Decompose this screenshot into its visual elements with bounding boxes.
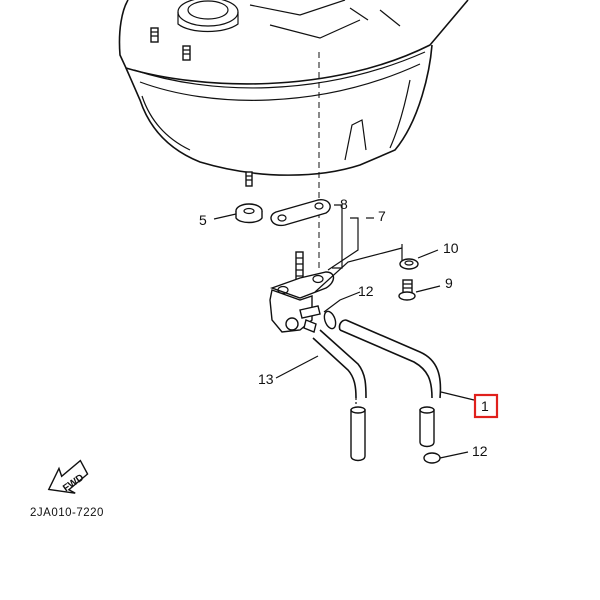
callout-1: 1 bbox=[481, 398, 489, 414]
clip-part-12-lower bbox=[423, 451, 469, 464]
callout-12-lower: 12 bbox=[472, 443, 488, 459]
hose-part-13 bbox=[275, 329, 367, 462]
callout-10: 10 bbox=[443, 240, 459, 256]
callout-8: 8 bbox=[340, 196, 348, 212]
leader-7 bbox=[327, 217, 359, 271]
callout-5: 5 bbox=[199, 212, 207, 228]
gasket-part-8 bbox=[270, 199, 343, 269]
screw-part-9 bbox=[398, 279, 441, 301]
callout-13: 13 bbox=[258, 371, 274, 387]
fuel-tank bbox=[118, 0, 469, 176]
drawing-code: 2JA010-7220 bbox=[30, 507, 104, 519]
fuel-cock bbox=[269, 244, 403, 333]
callout-12-upper: 12 bbox=[358, 283, 374, 299]
highlight-box bbox=[473, 393, 499, 419]
hose-part-1 bbox=[338, 319, 475, 448]
washer-part-10 bbox=[399, 249, 439, 270]
callout-9: 9 bbox=[445, 275, 453, 291]
grommet-part-5 bbox=[213, 171, 263, 224]
callout-7: 7 bbox=[378, 208, 386, 224]
fwd-arrow-icon bbox=[47, 459, 89, 494]
clip-part-12-upper bbox=[323, 291, 361, 330]
